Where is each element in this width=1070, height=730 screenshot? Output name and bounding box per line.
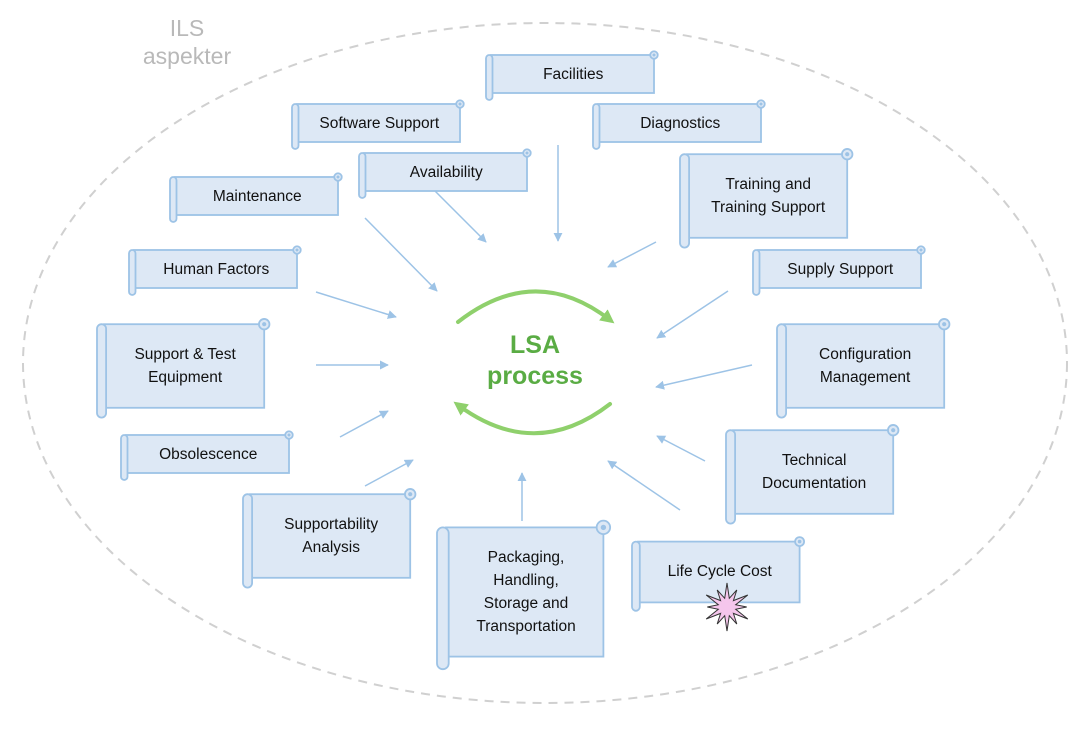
- scroll-curl-center: [262, 322, 267, 327]
- scroll-curl-center: [759, 102, 763, 106]
- ils-title: ILS aspekter: [122, 14, 252, 70]
- scroll-human-factors: [128, 245, 302, 296]
- aspect-label-training: Training and Training Support: [711, 175, 826, 216]
- scroll-left-roll: [592, 103, 601, 150]
- scroll-curl-center: [336, 175, 340, 179]
- center-label-line1: LSA: [510, 331, 560, 359]
- center-label: LSA process: [455, 330, 615, 392]
- scroll-body: [783, 323, 946, 409]
- scroll-body: [133, 249, 298, 289]
- aspect-label-obsolescence: Obsolescence: [159, 445, 258, 463]
- scroll-support-test: [96, 318, 271, 419]
- arrow-obsolescence: [339, 410, 389, 438]
- scroll-curl-center: [652, 53, 656, 57]
- scroll-curl-center: [919, 248, 923, 252]
- aspect-label-facilities: Facilities: [543, 65, 604, 83]
- scroll-curl-center: [525, 151, 529, 155]
- starburst-icon: [705, 582, 749, 632]
- aspect-label-human-factors: Human Factors: [163, 260, 270, 278]
- scroll-diagnostics: [592, 99, 766, 150]
- aspect-label-diagnostics: Diagnostics: [640, 114, 721, 132]
- aspect-label-supply-support: Supply Support: [787, 260, 894, 278]
- scroll-training: [679, 148, 854, 249]
- scroll-body: [686, 153, 849, 239]
- scroll-facilities: [485, 50, 659, 101]
- scroll-availability: [358, 148, 532, 199]
- aspect-label-configuration: Configuration Management: [819, 345, 912, 386]
- arrow-maintenance: [364, 217, 438, 292]
- scroll-packaging: [436, 519, 612, 671]
- scroll-body: [296, 103, 461, 143]
- scroll-left-roll: [752, 249, 761, 296]
- aspect-label-technical-doc: Technical Documentation: [762, 451, 867, 492]
- scroll-left-roll: [96, 323, 108, 419]
- aspect-label-availability: Availability: [409, 163, 483, 181]
- aspect-label-packaging: Packaging, Handling, Storage and Transpo…: [476, 548, 576, 635]
- scroll-body: [174, 176, 339, 216]
- scroll-left-roll: [485, 54, 494, 101]
- arrow-life-cycle-cost: [607, 460, 681, 511]
- arrow-configuration: [655, 364, 753, 390]
- scroll-left-roll: [242, 493, 254, 589]
- scroll-configuration: [776, 318, 951, 419]
- aspect-label-maintenance: Maintenance: [212, 187, 302, 205]
- aspect-label-support-test: Support & Test Equipment: [134, 345, 236, 386]
- scroll-left-roll: [631, 540, 641, 612]
- scroll-left-roll: [169, 176, 178, 223]
- scroll-body: [490, 54, 655, 94]
- arrow-training: [607, 241, 657, 268]
- scroll-curl-center: [458, 102, 462, 106]
- scroll-curl-center: [408, 492, 413, 497]
- cycle-arrow-top: [456, 289, 615, 324]
- arrow-technical-doc: [656, 435, 706, 462]
- scroll-maintenance: [169, 172, 343, 223]
- arrow-availability: [431, 187, 487, 243]
- ils-boundary-ellipse: [22, 22, 1068, 704]
- scroll-left-roll: [120, 434, 129, 481]
- scroll-body: [249, 493, 412, 579]
- aspect-label-life-cycle-cost: Life Cycle Cost: [667, 563, 772, 581]
- scrolls-group: [96, 50, 951, 671]
- center-label-line2: process: [487, 362, 583, 390]
- scroll-body: [732, 429, 895, 515]
- scroll-curl-center: [942, 322, 947, 327]
- arrow-supply-support: [656, 290, 729, 339]
- scroll-body: [125, 434, 290, 474]
- scroll-body: [445, 526, 605, 658]
- scroll-left-roll: [679, 153, 691, 249]
- scroll-software-support: [291, 99, 465, 150]
- arrow-supportability: [364, 459, 414, 487]
- ils-title-line2: aspekter: [142, 43, 232, 69]
- scroll-obsolescence: [120, 430, 294, 481]
- cycle-arrow-bottom: [453, 401, 612, 436]
- aspect-label-supportability: Supportability Analysis: [284, 515, 379, 556]
- aspect-label-software-support: Software Support: [319, 114, 440, 132]
- scroll-curl-center: [600, 524, 607, 531]
- scroll-supply-support: [752, 245, 926, 296]
- scroll-left-roll: [291, 103, 300, 150]
- scroll-body: [757, 249, 922, 289]
- scroll-left-roll: [776, 323, 788, 419]
- scroll-body: [103, 323, 266, 409]
- scroll-left-roll: [436, 526, 450, 671]
- scroll-curl-center: [891, 428, 896, 433]
- ils-title-line1: ILS: [169, 15, 205, 41]
- scroll-body: [363, 152, 528, 192]
- scroll-left-roll: [128, 249, 137, 296]
- scroll-supportability: [242, 488, 417, 589]
- scroll-curl-center: [287, 433, 291, 437]
- scroll-left-roll: [358, 152, 367, 199]
- scroll-curl-center: [797, 539, 802, 544]
- scroll-left-roll: [725, 429, 737, 525]
- arrows-group: [315, 145, 753, 521]
- scroll-curl-center: [295, 248, 299, 252]
- arrow-human-factors: [315, 291, 397, 319]
- scroll-curl-center: [845, 152, 850, 157]
- scroll-technical-doc: [725, 424, 900, 525]
